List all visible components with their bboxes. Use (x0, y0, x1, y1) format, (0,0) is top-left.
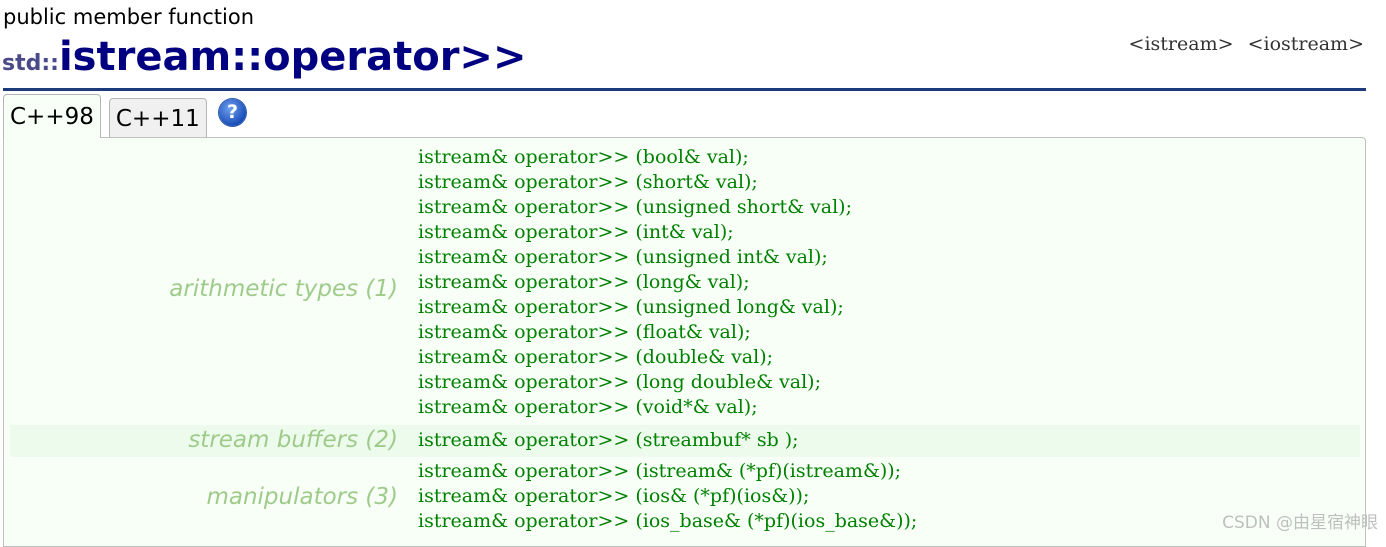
category-label: stream buffers (2) (188, 427, 398, 453)
title-function: ::operator>> (231, 34, 527, 80)
declaration-line: istream& operator>> (unsigned short& val… (418, 196, 852, 218)
declaration-line: istream& operator>> (ios_base& (*pf)(ios… (418, 510, 918, 532)
declaration-list: istream& operator>> (bool& val); istream&… (418, 145, 852, 420)
group-manipulators: manipulators (3) istream& operator>> (is… (10, 459, 1360, 539)
declaration-line: istream& operator>> (streambuf* sb ); (418, 429, 799, 451)
help-icon[interactable]: ? (219, 99, 246, 126)
declaration-list: istream& operator>> (streambuf* sb ); (418, 428, 799, 453)
group-arithmetic-types: arithmetic types (1) istream& operator>>… (10, 145, 1360, 423)
declarations-panel: arithmetic types (1) istream& operator>>… (3, 137, 1366, 547)
category-label: manipulators (3) (206, 484, 398, 510)
watermark: CSDN @由星宿神眼 (1222, 513, 1378, 533)
header-link-istream[interactable]: <istream> (1128, 33, 1234, 55)
title-divider (3, 88, 1366, 91)
tab-cpp11[interactable]: C++11 (108, 98, 207, 138)
title-separator: :: (41, 51, 59, 76)
declaration-line: istream& operator>> (istream& (*pf)(istr… (418, 460, 902, 482)
version-tabs: C++98 C++11 (3, 94, 215, 138)
page-title: std::istream::operator>> (2, 34, 526, 80)
declaration-line: istream& operator>> (ios& (*pf)(ios&)); (418, 485, 810, 507)
declaration-line: istream& operator>> (long double& val); (418, 371, 821, 393)
declaration-line: istream& operator>> (long& val); (418, 271, 750, 293)
declaration-line: istream& operator>> (unsigned int& val); (418, 246, 828, 268)
declaration-line: istream& operator>> (short& val); (418, 171, 758, 193)
title-namespace[interactable]: std (2, 51, 42, 76)
member-type-label: public member function (3, 5, 255, 29)
declaration-line: istream& operator>> (int& val); (418, 221, 734, 243)
declaration-line: istream& operator>> (float& val); (418, 321, 751, 343)
declaration-line: istream& operator>> (unsigned long& val)… (418, 296, 844, 318)
header-link-iostream[interactable]: <iostream> (1247, 33, 1364, 55)
declaration-line: istream& operator>> (bool& val); (418, 146, 749, 168)
category-label: arithmetic types (1) (169, 276, 398, 302)
group-stream-buffers: stream buffers (2) istream& operator>> (… (10, 425, 1360, 457)
declaration-list: istream& operator>> (istream& (*pf)(istr… (418, 459, 917, 534)
header-links: <istream> <iostream> (1121, 33, 1364, 55)
title-class[interactable]: istream (58, 34, 232, 80)
tab-cpp98[interactable]: C++98 (3, 94, 101, 138)
declaration-line: istream& operator>> (void*& val); (418, 396, 758, 418)
declaration-line: istream& operator>> (double& val); (418, 346, 774, 368)
